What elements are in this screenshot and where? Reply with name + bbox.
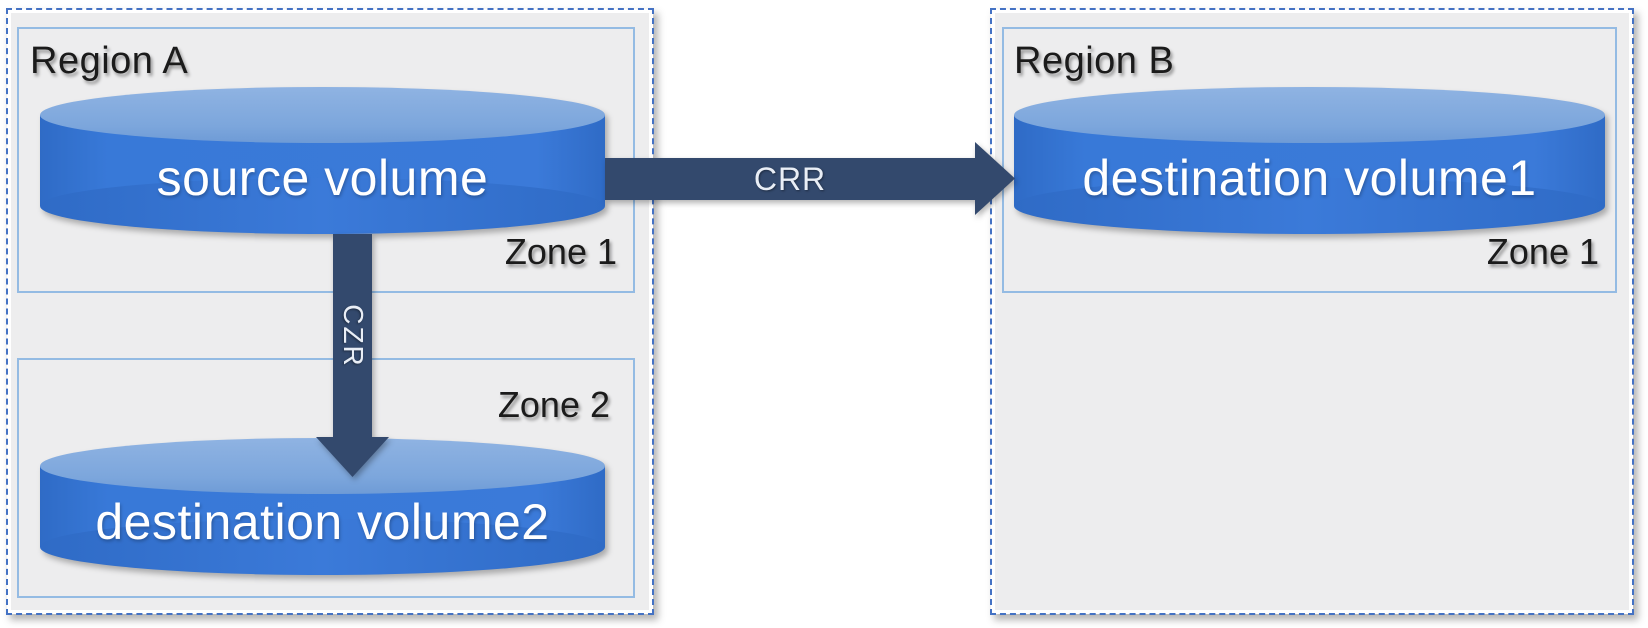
cylinder-bottom (40, 178, 605, 234)
region-a-zone-2-box: Zone 2 destination volume2 (17, 358, 635, 598)
source-volume-cylinder: source volume (40, 87, 605, 234)
region-b-zone-1-label: Zone 1 (1486, 231, 1599, 272)
destination-volume1-label: destination volume1 (1082, 149, 1537, 206)
region-b-box: Region B destination volume1 Zone 1 (990, 8, 1634, 615)
region-a-zone-1-box: source volume Zone 1 (17, 27, 635, 293)
cylinder-top (40, 438, 605, 494)
region-a-zone-2-label: Zone 2 (497, 384, 610, 425)
region-a-label: Region A (30, 40, 189, 82)
cylinder-bottom (1014, 178, 1605, 234)
region-a-box: Region A source volume Zone 1 Zone 2 des… (6, 8, 654, 615)
crr-arrowhead-icon (975, 142, 1015, 215)
region-a-zone-1-label: Zone 1 (504, 231, 617, 272)
destination-volume2-cylinder: destination volume2 (40, 438, 605, 575)
crr-arrow-shaft: CRR (605, 158, 975, 200)
czr-arrowhead-icon (316, 437, 389, 477)
destination-volume2-label: destination volume2 (95, 493, 550, 550)
czr-arrow-shaft: CZR (333, 234, 372, 437)
crr-arrow-icon: CRR (605, 142, 1015, 215)
czr-arrow-label: CZR (337, 303, 369, 368)
crr-arrow-label: CRR (753, 160, 827, 197)
region-b-zone-1-box: destination volume1 Zone 1 (1002, 27, 1617, 293)
czr-arrow-icon: CZR (316, 234, 389, 477)
destination-volume1-cylinder: destination volume1 (1014, 87, 1605, 234)
cylinder-bottom (40, 519, 605, 575)
cylinder-top (40, 87, 605, 143)
source-volume-label: source volume (156, 149, 489, 206)
cylinder-top (1014, 87, 1605, 143)
region-b-label: Region B (1014, 40, 1175, 82)
